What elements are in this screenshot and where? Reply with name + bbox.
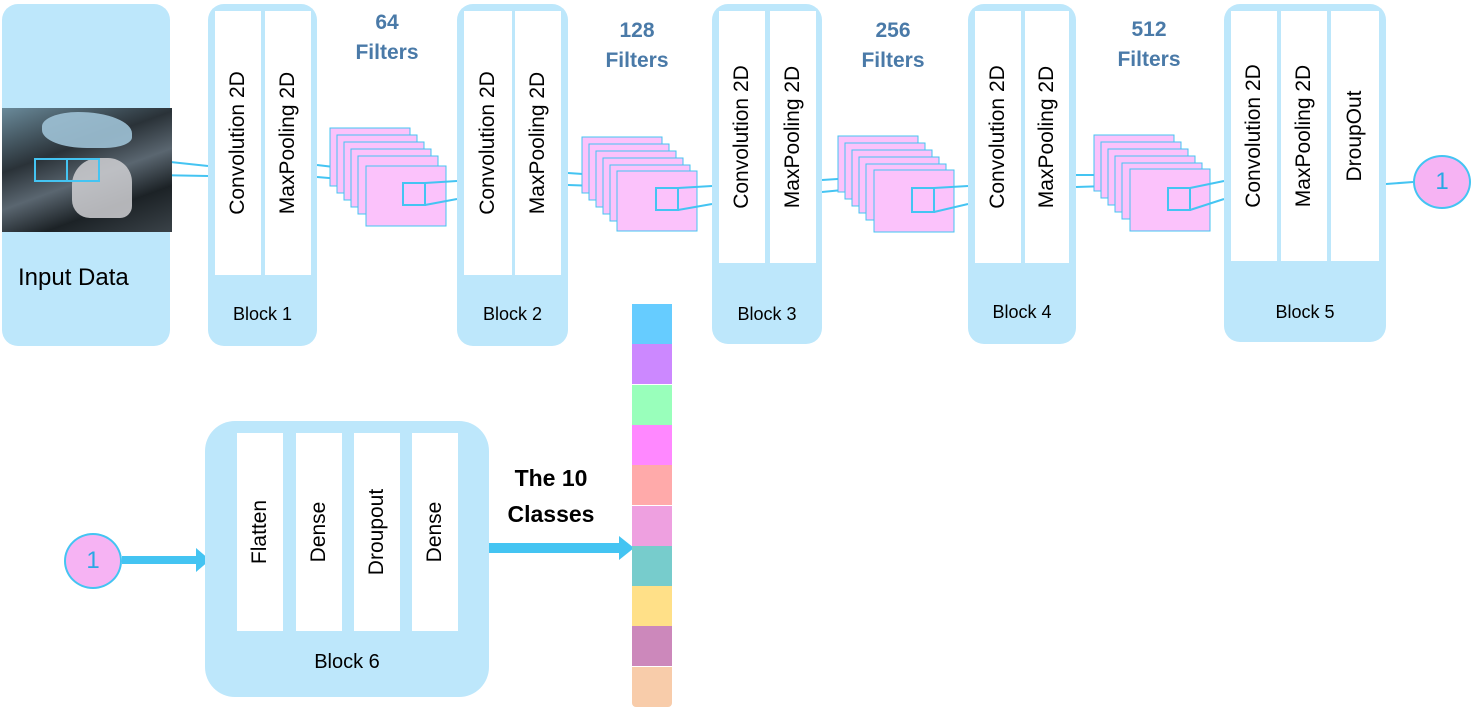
connector-in: 1 [64,533,122,589]
class-box [632,344,672,385]
layer-conv2d: Convolution 2D [215,11,261,275]
arrow-head [196,548,210,572]
layer-dropout: DroupOut [1331,11,1379,261]
layer-maxpool2d: MaxPooling 2D [515,11,561,275]
block-1: Convolution 2D MaxPooling 2D Block 1 [208,4,317,346]
arrow-shaft [489,543,619,553]
layer-conv2d: Convolution 2D [719,11,765,263]
class-box [632,586,672,627]
class-box [632,424,672,465]
kernel-box [1167,187,1191,211]
connection-line [933,185,969,189]
block-label: Block 1 [232,304,293,324]
layer-conv2d: Convolution 2D [975,11,1021,263]
layer-flatten: Flatten [237,433,283,631]
class-box [632,304,672,344]
connection-line [933,203,969,213]
layer-conv2d: Convolution 2D [1231,11,1277,261]
block-label: Block 6 [314,651,380,673]
input-image-figure [72,158,132,218]
block-label: Block 5 [1275,302,1335,322]
block-4: Convolution 2D MaxPooling 2D Block 4 [968,4,1076,344]
kernel-box [655,187,679,211]
layer-dense: Dense [412,433,458,631]
block-5: Convolution 2D MaxPooling 2D DroupOut Bl… [1224,4,1386,342]
connection-line [1385,181,1414,185]
class-box [632,626,672,667]
block-6: Flatten Dense Droupout Dense Block 6 [205,421,489,697]
class-box [632,666,672,707]
connection-line [1189,198,1225,211]
input-image-crop-divider [66,158,68,180]
connection-line [424,180,458,184]
block-label: Block 3 [737,304,797,324]
kernel-box [911,187,935,213]
block-2: Convolution 2D MaxPooling 2D Block 2 [457,4,568,346]
connection-line [1189,180,1225,189]
layer-conv2d: Convolution 2D [464,11,512,275]
layer-maxpool2d: MaxPooling 2D [265,11,311,275]
connection-line [677,185,713,189]
connection-line [424,198,458,206]
class-box [632,505,672,546]
classes-title: The 10 Classes [507,465,595,527]
connection-line [677,203,713,211]
layer-dropout: Droupout [354,433,400,631]
layer-maxpool2d: MaxPooling 2D [1025,11,1069,263]
feature-map-front [365,165,447,227]
class-box [632,465,672,506]
connector-out: 1 [1413,155,1471,209]
layer-dense: Dense [296,433,342,631]
feature-map-front [873,169,955,233]
arrow-head [619,536,634,560]
input-data-label: Input Data [18,264,129,291]
class-box [632,545,672,586]
block-3: Convolution 2D MaxPooling 2D Block 3 [712,4,822,344]
block-label: Block 4 [992,302,1052,322]
input-image [2,108,172,232]
input-data-block: Input Data [2,4,172,346]
layer-maxpool2d: MaxPooling 2D [770,11,816,263]
kernel-box [402,182,426,206]
layer-maxpool2d: MaxPooling 2D [1281,11,1327,261]
input-image-highlight [42,112,132,148]
block-label: Block 2 [482,304,543,324]
arrow-shaft [122,556,196,564]
feature-map-front [1129,168,1211,232]
class-box [632,384,672,425]
